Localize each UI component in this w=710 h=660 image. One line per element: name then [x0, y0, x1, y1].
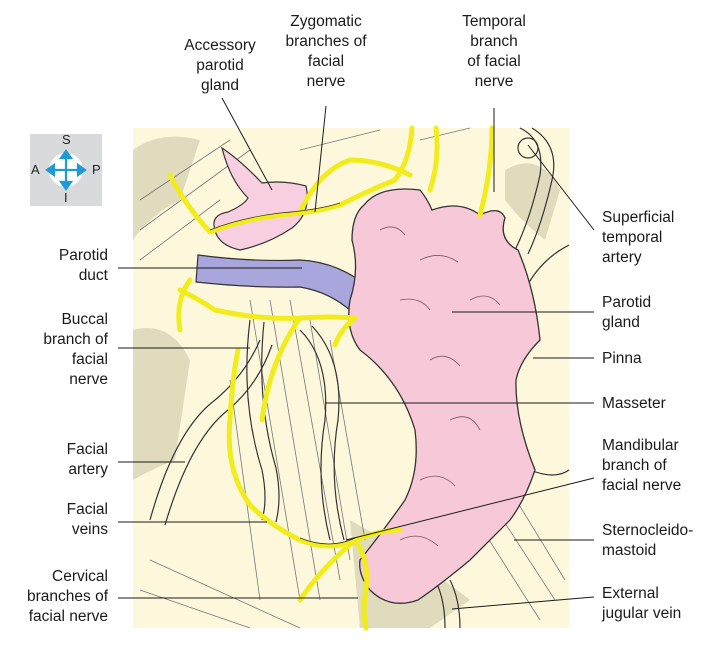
label-accessory-parotid-gland: Accessory parotid gland: [160, 36, 280, 96]
label-parotid-gland: Parotid gland: [602, 293, 702, 333]
label-temporal-branch: Temporal branch of facial nerve: [444, 12, 544, 92]
label-superficial-temporal-artery: Superficial temporal artery: [602, 208, 702, 268]
label-sternocleidomastoid: Sternocleido- mastoid: [602, 521, 708, 561]
label-mandibular-branch: Mandibular branch of facial nerve: [602, 436, 706, 496]
compass-posterior: P: [92, 162, 101, 177]
label-zygomatic-branches: Zygomatic branches of facial nerve: [266, 12, 386, 92]
label-pinna: Pinna: [602, 349, 702, 369]
label-facial-veins: Facial veins: [8, 500, 108, 540]
orientation-compass: S A P I: [30, 134, 102, 206]
compass-anterior: A: [31, 162, 40, 177]
compass-inferior: I: [64, 190, 68, 205]
compass-superior: S: [62, 132, 71, 147]
label-cervical-branches: Cervical branches of facial nerve: [4, 567, 108, 627]
label-parotid-duct: Parotid duct: [8, 246, 108, 286]
label-buccal-branch: Buccal branch of facial nerve: [8, 310, 108, 390]
label-masseter: Masseter: [602, 394, 702, 414]
label-external-jugular-vein: External jugular vein: [602, 584, 706, 624]
label-facial-artery: Facial artery: [8, 440, 108, 480]
